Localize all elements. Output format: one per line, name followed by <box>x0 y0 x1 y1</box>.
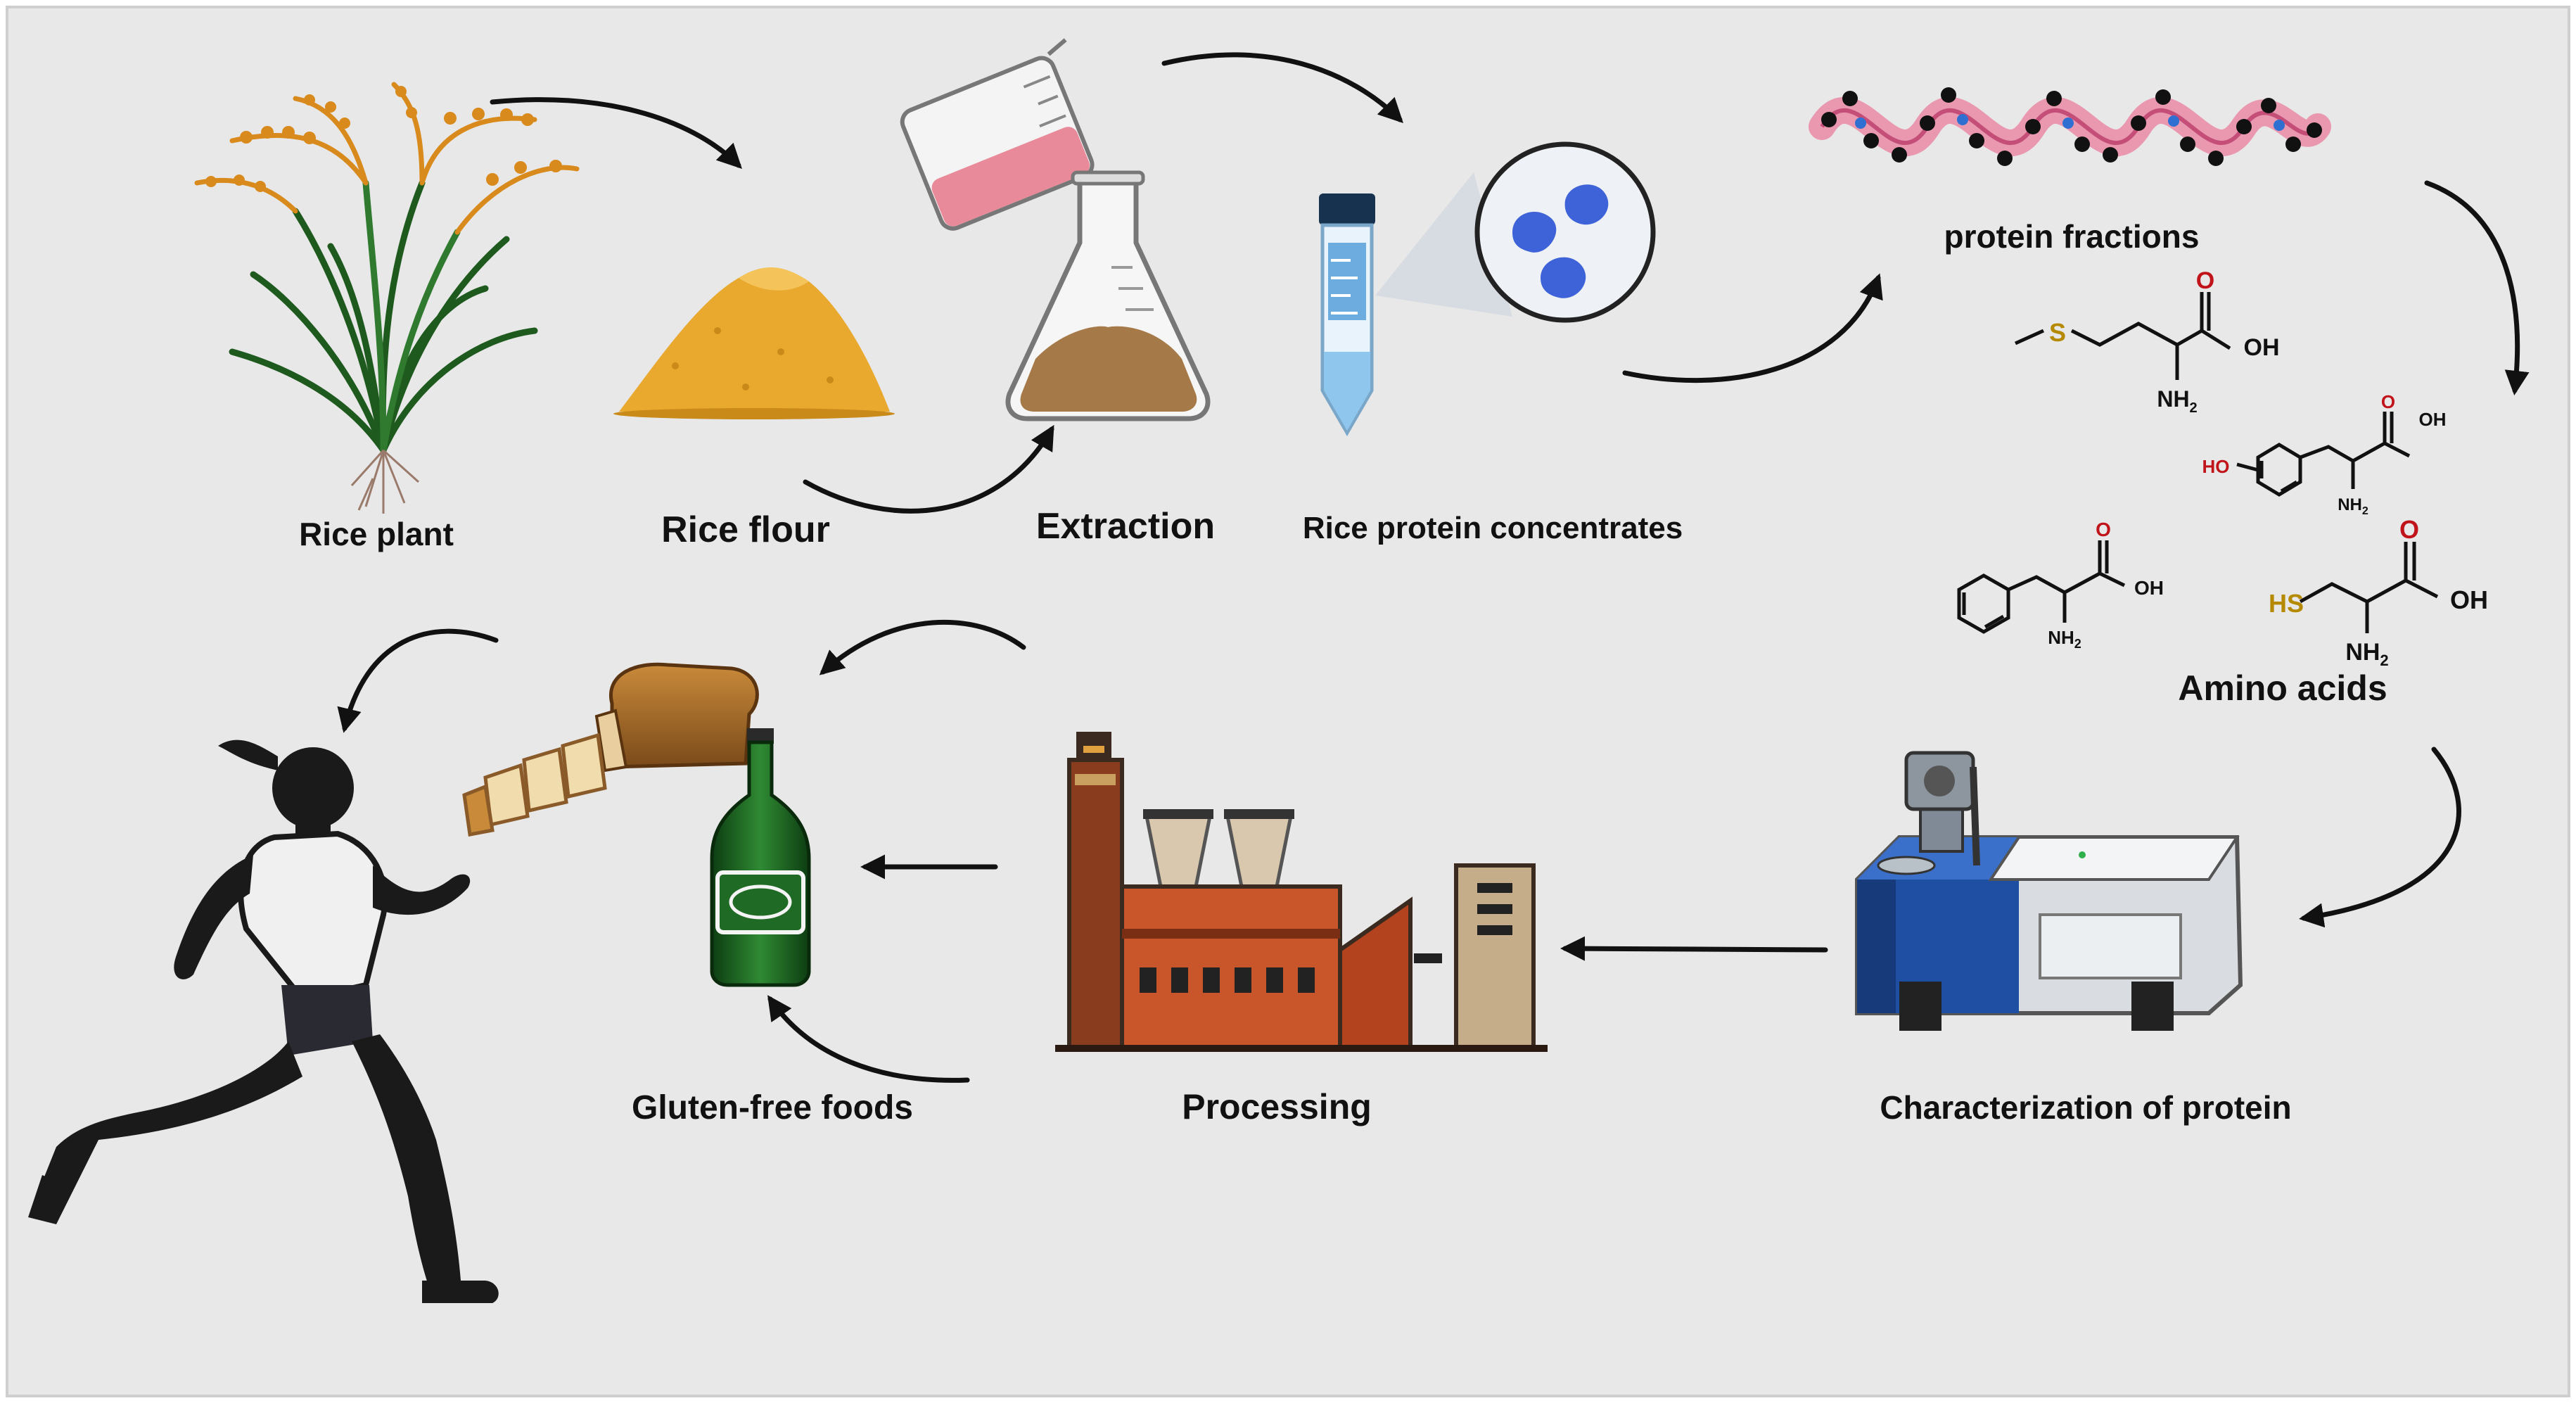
methionine-structure <box>2014 292 2231 380</box>
analytical-instrument-icon <box>1855 751 2243 1031</box>
factory-icon <box>1055 732 1548 1052</box>
arrow-concentrates-to-fractions <box>1622 273 1883 383</box>
cysteine-nh2: NH2 <box>2345 639 2388 669</box>
tyrosine-nh2: NH2 <box>2338 495 2368 517</box>
cysteine-oxygen: O <box>2399 515 2419 544</box>
processing-label: Processing <box>1182 1087 1372 1126</box>
pouring-beaker-icon <box>900 38 1095 231</box>
methionine-oxygen: O <box>2196 267 2214 294</box>
erlenmeyer-flask-icon <box>1005 170 1211 421</box>
arrow-processing-to-bread <box>819 620 1026 675</box>
arrow-characterization-to-processing <box>1560 936 1828 961</box>
rice-protein-concentrates-label: Rice protein concentrates <box>1303 511 1683 545</box>
tyrosine-ho: HO <box>2202 456 2230 477</box>
centrifuge-tube-icon <box>1319 193 1375 436</box>
methionine-oh: OH <box>2244 334 2280 361</box>
extraction-label: Extraction <box>1036 506 1215 547</box>
rice-flour-pile-icon <box>613 267 895 419</box>
tyrosine-structure <box>2236 412 2411 497</box>
phenylalanine-structure <box>1957 540 2126 634</box>
rice-plant-icon <box>194 82 580 514</box>
protein-fractions-label: protein fractions <box>1944 218 2200 255</box>
methionine-sulfur: S <box>2049 318 2066 347</box>
arrow-plant-to-flour <box>490 97 742 169</box>
rice-flour-label: Rice flour <box>661 509 830 550</box>
arrow-label-to-bottle <box>767 995 970 1083</box>
magnified-particles-icon <box>1375 141 1656 323</box>
methionine-nh2: NH2 <box>2157 386 2197 416</box>
cysteine-structure <box>2299 542 2439 633</box>
cysteine-hs: HS <box>2269 589 2304 618</box>
tyrosine-oh: OH <box>2419 409 2447 430</box>
phenylalanine-nh2: NH2 <box>2048 627 2081 651</box>
arrow-amino-to-characterization <box>2299 747 2461 928</box>
amino-acids-label: Amino acids <box>2178 668 2387 708</box>
arrow-foods-to-runner <box>337 628 499 733</box>
arrow-flour-to-extraction <box>803 424 1054 514</box>
arrow-extraction-to-concentrates <box>1161 52 1403 123</box>
arrow-fractions-to-amino <box>2424 180 2530 395</box>
protein-helix-icon <box>1809 87 2331 166</box>
runner-woman-icon <box>28 739 499 1303</box>
phenylalanine-oxygen: O <box>2096 519 2111 540</box>
characterization-label: Characterization of protein <box>1880 1089 2291 1126</box>
beer-bottle-icon <box>710 728 811 987</box>
rice-plant-label: Rice plant <box>299 516 454 552</box>
gluten-free-foods-label: Gluten-free foods <box>632 1089 913 1126</box>
tyrosine-oxygen: O <box>2381 391 2395 412</box>
phenylalanine-oh: OH <box>2134 577 2164 599</box>
cysteine-oh: OH <box>2450 585 2488 614</box>
bread-loaf-icon <box>462 662 759 837</box>
flow-arrows <box>337 52 2530 1083</box>
